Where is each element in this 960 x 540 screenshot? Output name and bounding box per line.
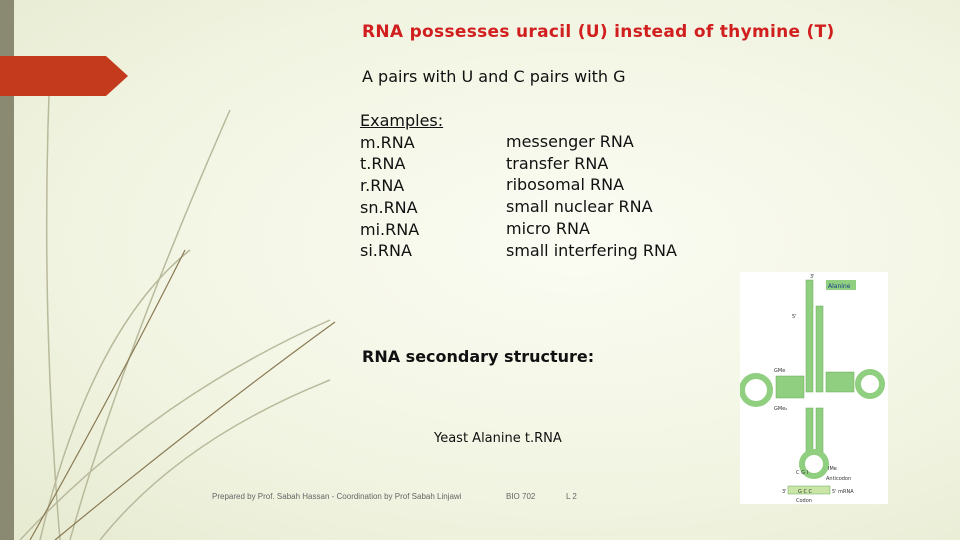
codon-label: Codon (796, 498, 812, 504)
meaning-item: ribosomal RNA (506, 175, 625, 195)
base-pairing-text: A pairs with U and C pairs with G (362, 67, 626, 86)
meaning-item: small nuclear RNA (506, 197, 653, 217)
five-prime-label: 5' (792, 314, 797, 320)
footer-course: BIO 702 (506, 492, 536, 501)
meaning-item: messenger RNA (506, 132, 634, 151)
abbr-item: sn.RNA (360, 197, 418, 217)
rna-abbreviation-list: Examples: m.RNA t.RNA r.RNA sn.RNA mi.RN… (360, 110, 443, 262)
examples-header: Examples: (360, 111, 444, 130)
abbr-item: m.RNA (360, 132, 415, 152)
anticodon-seq: C G I (796, 470, 808, 476)
anticodon-label: Anticodon (826, 476, 851, 482)
slide-title: RNA possesses uracil (U) instead of thym… (362, 22, 835, 42)
meaning-item: small interfering RNA (506, 240, 677, 260)
mrna-label: 5' mRNA (832, 489, 854, 495)
meaning-item: micro RNA (506, 218, 590, 238)
left-sidebar-bar (0, 0, 14, 540)
mrna-three-prime-label: 3' (782, 489, 787, 495)
meaning-item: transfer RNA (506, 153, 609, 173)
abbr-item: r.RNA (360, 176, 405, 196)
codon-seq: G C C (798, 489, 813, 495)
trna-diagram: Alanine 3' 5' GMe GMe₂ IMe C G I Anticod… (739, 272, 888, 504)
abbr-item: si.RNA (360, 241, 412, 261)
footer-lecture: L 2 (566, 492, 577, 501)
secondary-structure-heading: RNA secondary structure: (362, 347, 595, 366)
three-prime-label: 3' (810, 274, 815, 280)
decorative-lines (19, 69, 336, 540)
abbr-item: mi.RNA (360, 219, 420, 239)
gme-label: GMe (774, 368, 785, 374)
figure-caption: Yeast Alanine t.RNA (434, 431, 562, 446)
ime-label: IMe (828, 466, 837, 472)
rna-meaning-list: messenger RNA transfer RNA ribosomal RNA… (506, 131, 677, 261)
arrow-tab (0, 56, 128, 96)
abbr-item: t.RNA (360, 154, 406, 174)
gme2-label: GMe₂ (774, 406, 787, 412)
footer-credit: Prepared by Prof. Sabah Hassan - Coordin… (212, 492, 462, 501)
alanine-label: Alanine (828, 283, 851, 290)
